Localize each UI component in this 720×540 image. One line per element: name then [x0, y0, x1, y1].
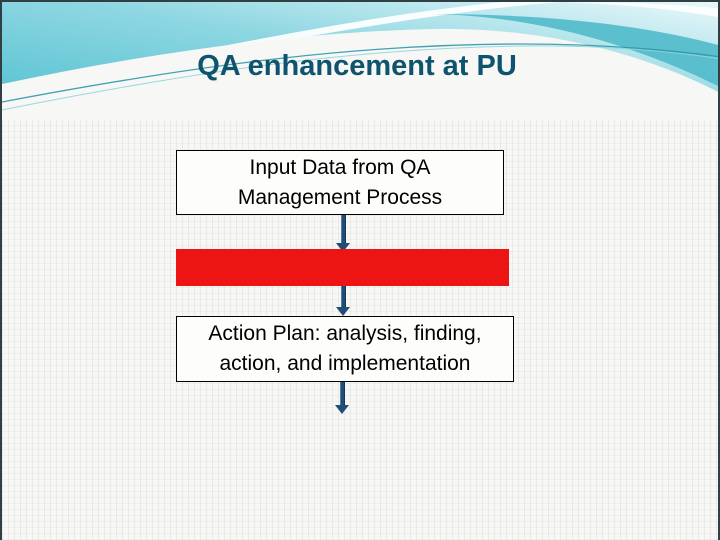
arrow-shaft	[339, 382, 345, 405]
red-highlight-bar-fill	[176, 249, 509, 286]
input-box-line-2: Management Process	[237, 185, 443, 209]
down-arrow-connector-3	[335, 382, 349, 414]
teal-wave-right	[432, 14, 718, 87]
thin-teal-line-1	[2, 43, 718, 103]
arrow-shaft	[340, 215, 346, 243]
down-arrow-connector-2	[336, 284, 350, 316]
arrow-shaft	[340, 284, 346, 307]
input-data-box: Input Data from QA Management Process	[176, 150, 504, 215]
arrow-head-icon	[335, 405, 349, 414]
action-box-line-1: Action Plan: analysis, finding,	[208, 322, 482, 345]
arrow-head-icon	[336, 243, 350, 252]
white-body-wave	[2, 28, 718, 120]
arrow-head-icon	[336, 307, 350, 316]
red-highlight-bar	[176, 249, 509, 286]
input-box-line-1: Input Data from QA	[249, 155, 431, 179]
header-wave-decoration	[2, 2, 718, 120]
down-arrow-connector-1	[336, 215, 350, 252]
page-title: QA enhancement at PU	[197, 50, 517, 82]
action-plan-box: Action Plan: analysis, finding, action, …	[176, 316, 514, 382]
white-ribbon-corner	[562, 2, 718, 18]
thin-teal-line-2	[2, 45, 718, 111]
action-box-line-2: action, and implementation	[219, 352, 471, 375]
